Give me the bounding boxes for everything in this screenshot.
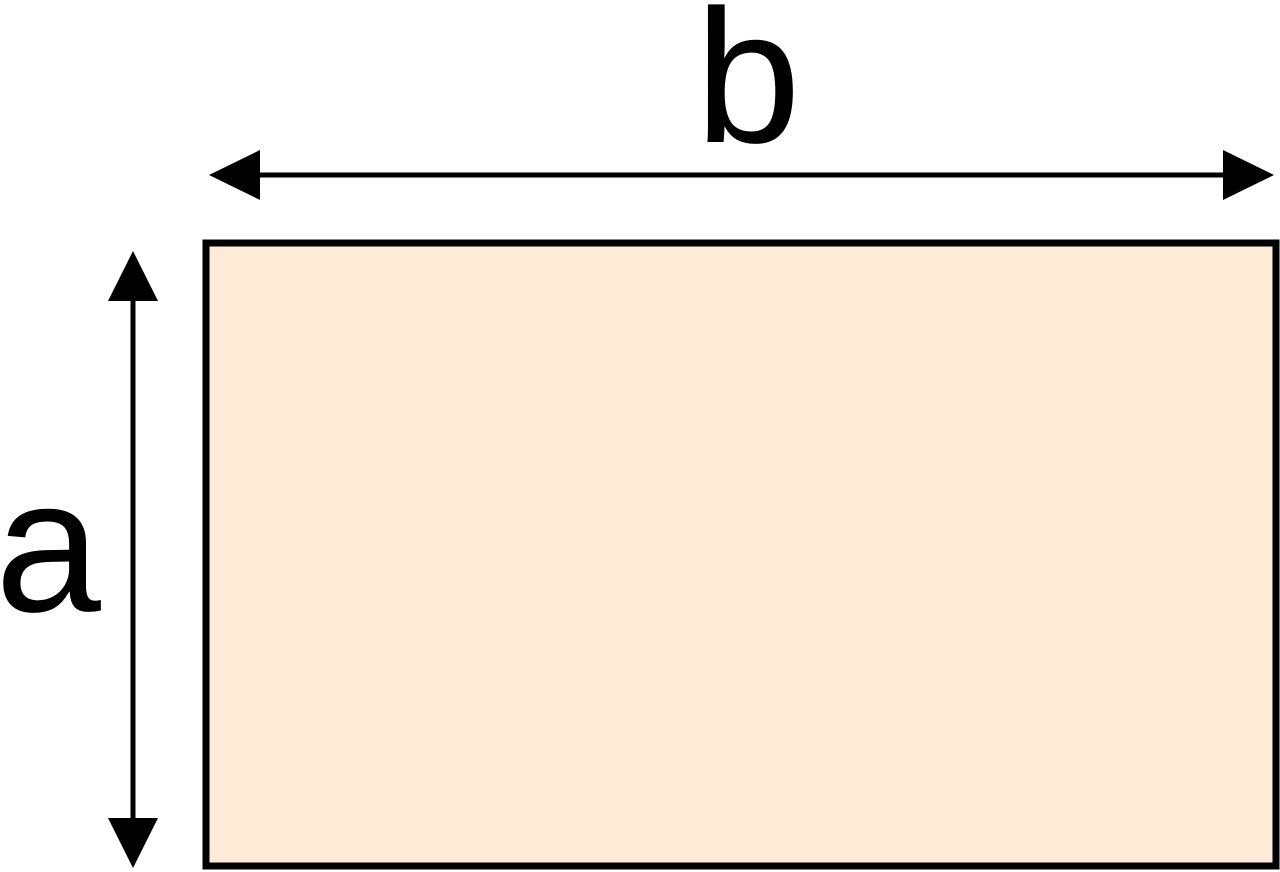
width-arrow-left-head xyxy=(209,150,260,200)
height-arrow-bottom-head xyxy=(108,818,158,868)
width-dimension-arrow xyxy=(209,150,1274,200)
height-label: a xyxy=(0,440,101,652)
rectangle-shape xyxy=(202,239,1280,870)
height-arrow-top-head xyxy=(108,251,158,301)
height-dimension-arrow xyxy=(108,251,158,868)
width-arrow-right-head xyxy=(1223,150,1274,200)
width-label: b xyxy=(695,0,801,183)
